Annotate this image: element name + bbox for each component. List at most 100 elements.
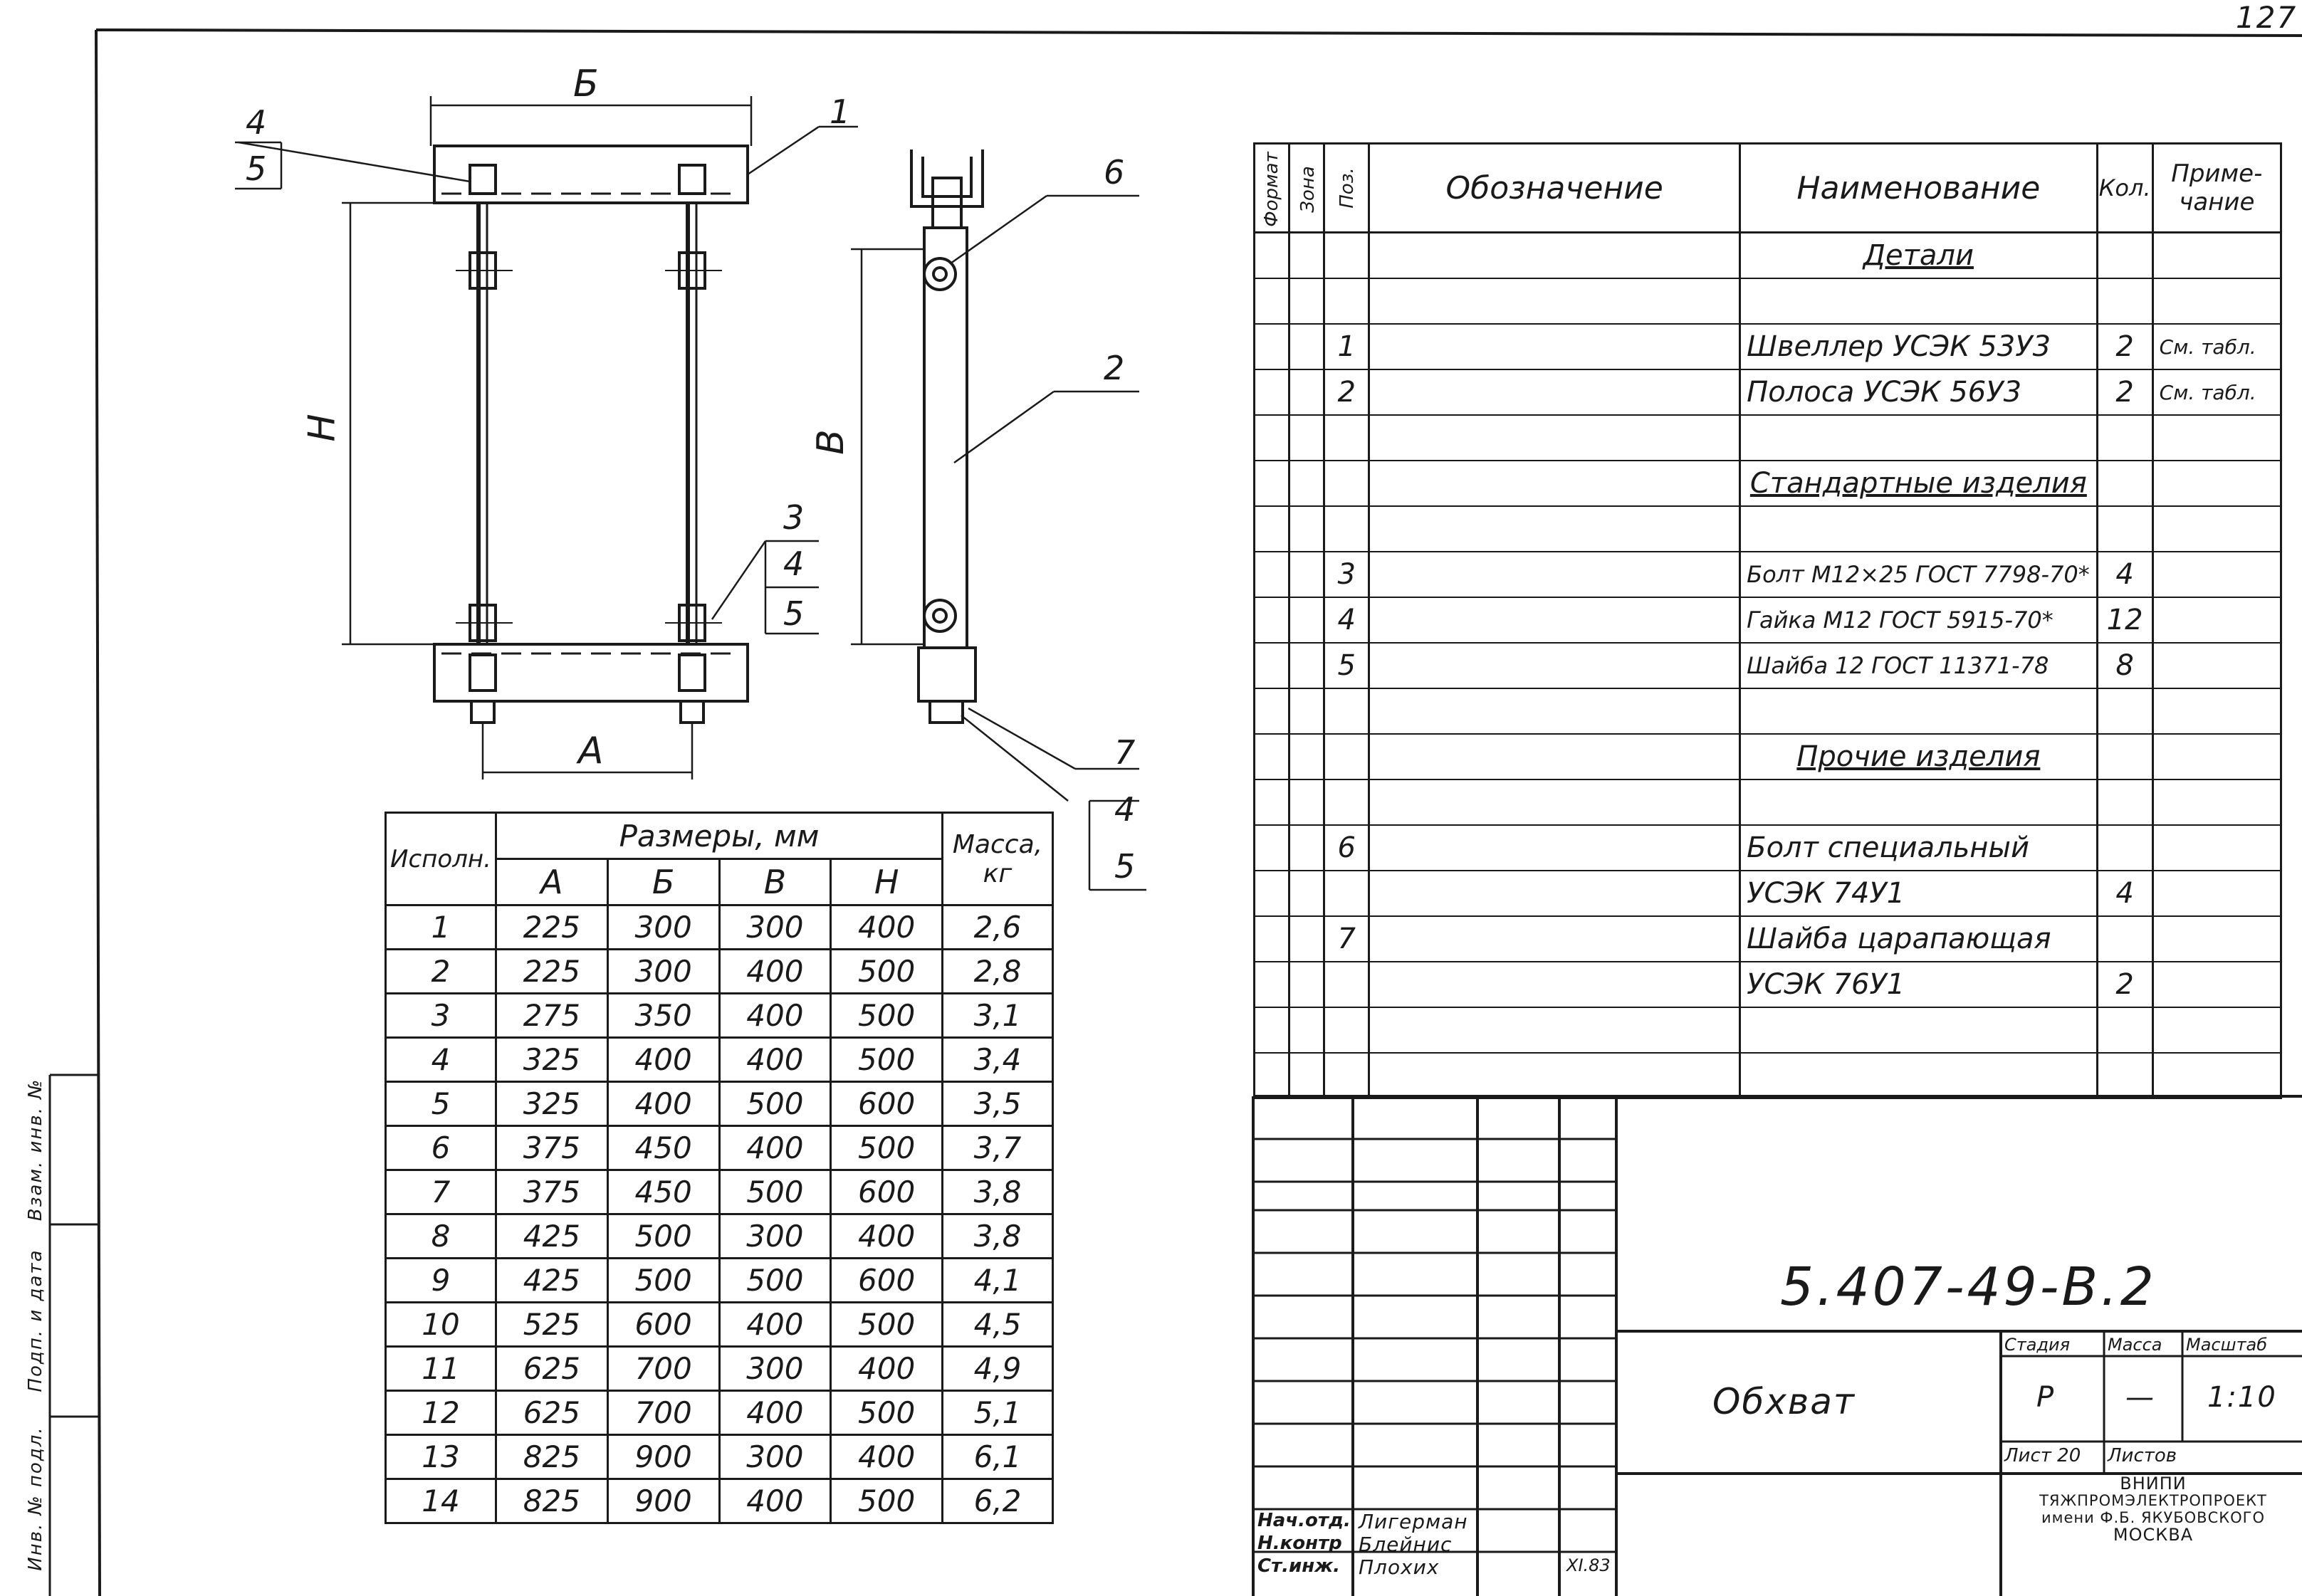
dims-header-a: А <box>495 858 609 906</box>
spec-row <box>1252 505 2283 552</box>
org-line-3: имени Ф.Б. ЯКУБОВСКОГО <box>2041 1509 2266 1526</box>
dims-cell: 6,1 <box>941 1434 1054 1480</box>
dims-cell: 400 <box>718 1390 832 1436</box>
dims-cell: 3 <box>384 992 497 1039</box>
signature-role: Нач.отд. <box>1257 1510 1351 1531</box>
dims-cell: 700 <box>606 1345 721 1392</box>
dims-header-b: Б <box>606 858 721 906</box>
dims-header-mass: Масса, кг <box>941 812 1054 906</box>
callout-6: 6 <box>1104 153 1126 191</box>
dims-cell: 225 <box>495 948 609 994</box>
spec-cell-empty <box>1368 369 1742 416</box>
signature-name: Блейнис <box>1359 1533 1453 1556</box>
spec-cell-empty <box>1288 1052 1326 1099</box>
spec-cell-empty <box>1288 1007 1326 1054</box>
dims-cell: 300 <box>718 1213 832 1259</box>
spec-cell-pos <box>1323 688 1371 735</box>
dims-cell: 350 <box>606 992 721 1039</box>
dims-header-n: Н <box>830 858 943 906</box>
spec-cell-empty <box>1288 642 1326 689</box>
dims-cell: 500 <box>718 1081 832 1127</box>
stage-value: Р <box>2036 1381 2056 1414</box>
spec-header-note: Приме-чание <box>2151 142 2283 233</box>
spec-cell-note <box>2151 551 2283 598</box>
dims-cell: 600 <box>830 1081 943 1127</box>
callout-4-bottom: 4 <box>1114 790 1137 829</box>
dims-cell: 500 <box>606 1257 721 1303</box>
callout-7: 7 <box>1114 733 1137 772</box>
dims-header-v: В <box>718 858 832 906</box>
dims-cell: 275 <box>495 992 609 1039</box>
spec-cell-note <box>2151 688 2283 735</box>
spec-cell-pos <box>1323 1007 1371 1054</box>
dims-cell: 500 <box>830 948 943 994</box>
spec-cell-note: См. табл. <box>2151 369 2283 416</box>
spec-cell-pos <box>1323 414 1371 461</box>
spec-cell-empty <box>1252 915 1291 962</box>
dims-cell: 400 <box>718 1301 832 1348</box>
org-line-4: МОСКВА <box>2113 1525 2194 1545</box>
spec-cell-pos: 7 <box>1323 915 1371 962</box>
dims-cell: 400 <box>830 1434 943 1480</box>
dims-cell: 14 <box>384 1478 497 1524</box>
spec-cell-empty <box>1252 369 1291 416</box>
dims-cell: 450 <box>606 1169 721 1215</box>
spec-cell-empty <box>1368 1052 1742 1099</box>
spec-cell-qty <box>2096 688 2154 735</box>
spec-cell-pos <box>1323 733 1371 780</box>
org-line-2: ТЯЖПРОМЭЛЕКТРОПРОЕКТ <box>2039 1492 2267 1509</box>
dims-cell: 3,5 <box>941 1081 1054 1127</box>
spec-cell-pos <box>1323 231 1371 279</box>
callout-1: 1 <box>830 93 852 131</box>
spec-cell-qty <box>2096 505 2154 552</box>
spec-cell-empty <box>1288 824 1326 871</box>
dims-cell: 3,8 <box>941 1169 1054 1215</box>
side-view-drawing <box>851 149 1146 891</box>
spec-cell-pos <box>1323 460 1371 507</box>
spec-cell-empty <box>1368 961 1742 1008</box>
spec-cell-empty <box>1368 642 1742 689</box>
spec-cell-note <box>2151 505 2283 552</box>
spec-cell-name: Болт М12×25 ГОСТ 7798-70* <box>1739 551 2098 598</box>
spec-cell-empty <box>1368 1007 1742 1054</box>
spec-row: Детали <box>1252 231 2283 279</box>
dims-cell: 2 <box>384 948 497 994</box>
dims-cell: 10 <box>384 1301 497 1348</box>
spec-cell-empty <box>1288 551 1326 598</box>
spec-cell-name: УСЭК 74У1 <box>1739 870 2098 917</box>
spec-cell-empty <box>1368 278 1742 325</box>
spec-row <box>1252 688 2283 735</box>
spec-cell-empty <box>1288 733 1326 780</box>
signature-date: XI.83 <box>1566 1555 1611 1575</box>
spec-cell-empty <box>1252 824 1291 871</box>
spec-cell-name <box>1739 688 2098 735</box>
spec-cell-empty <box>1368 505 1742 552</box>
spec-cell-qty <box>2096 779 2154 826</box>
spec-cell-empty <box>1368 870 1742 917</box>
dims-cell: 600 <box>830 1257 943 1303</box>
dims-cell: 1 <box>384 904 497 950</box>
page-number: 127 <box>2236 0 2298 35</box>
spec-cell-qty: 2 <box>2096 369 2154 416</box>
specification-table: Формат Зона Поз. Обозначение Наименовани… <box>1252 142 2283 1099</box>
doc-number: 5.407-49-В.2 <box>1780 1256 2157 1318</box>
spec-header-format: Формат <box>1252 142 1291 233</box>
spec-cell-pos <box>1323 961 1371 1008</box>
spec-cell-qty: 12 <box>2096 597 2154 644</box>
spec-cell-empty <box>1252 961 1291 1008</box>
spec-cell-qty: 8 <box>2096 642 2154 689</box>
dims-cell: 825 <box>495 1434 609 1480</box>
dims-cell: 450 <box>606 1125 721 1171</box>
dims-cell: 500 <box>830 1478 943 1524</box>
dims-header-execution: Исполн. <box>384 812 497 906</box>
spec-cell-note <box>2151 231 2283 279</box>
spec-cell-empty <box>1252 278 1291 325</box>
